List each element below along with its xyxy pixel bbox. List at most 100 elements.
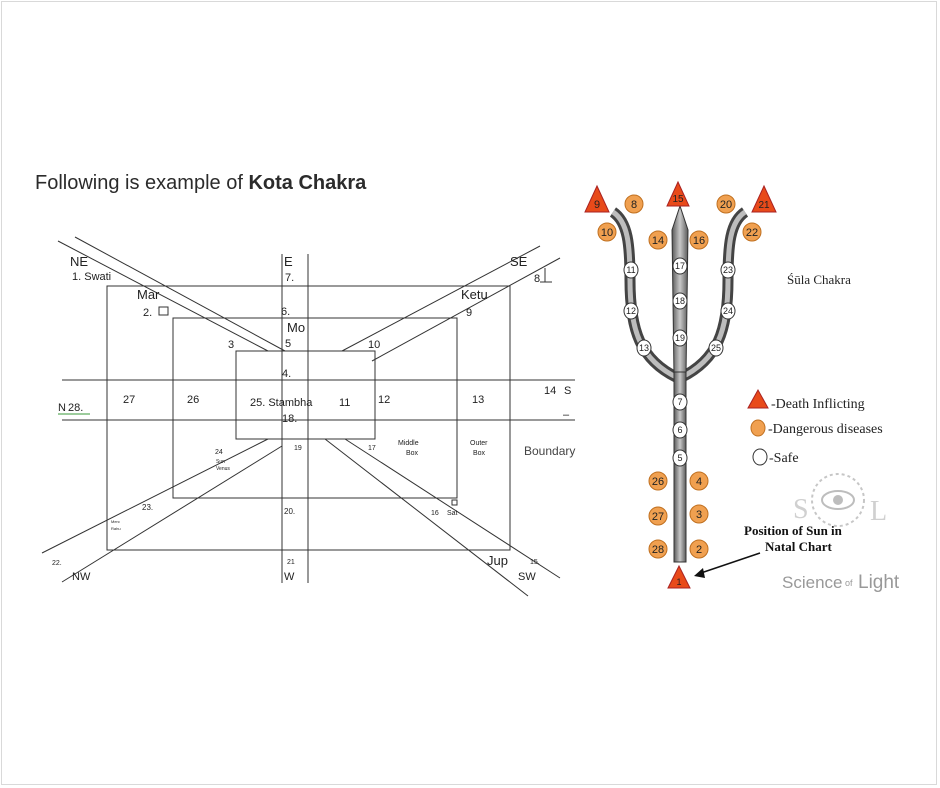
label-24: 24 xyxy=(215,449,223,456)
planet-mar: Mar xyxy=(137,287,160,302)
safe-6 xyxy=(672,421,688,439)
dir-nw: NW xyxy=(72,571,91,583)
label-middle-box-2: Box xyxy=(406,450,419,457)
svg-text:28: 28 xyxy=(652,544,664,556)
label-venus: Venus xyxy=(216,466,230,472)
svg-text:27: 27 xyxy=(652,511,664,523)
svg-text:2: 2 xyxy=(696,544,702,556)
tri-label-15: 15 xyxy=(672,194,684,205)
svg-text:8: 8 xyxy=(631,199,637,211)
label-middle-box-1: Middle xyxy=(398,440,419,447)
middle-box xyxy=(172,317,458,499)
label-23: 23. xyxy=(142,503,153,512)
label-rahu: Rahu xyxy=(111,526,121,531)
tri-label-1: 1 xyxy=(676,577,681,587)
page-heading: Following is example of Kota Chakra xyxy=(35,172,367,194)
label-sun: Sun xyxy=(216,459,225,465)
orange-20 xyxy=(716,194,736,214)
label-11: 11 xyxy=(339,397,350,409)
sula-title: Śūla Chakra xyxy=(787,272,851,287)
legend-orange-icon xyxy=(750,419,766,437)
svg-text:25: 25 xyxy=(711,343,721,353)
svg-text:S: S xyxy=(793,494,809,525)
orange-22 xyxy=(742,222,762,242)
orange-4 xyxy=(689,471,709,491)
sun-arrow xyxy=(697,552,761,575)
triangle-21 xyxy=(751,184,777,213)
svg-text:23: 23 xyxy=(723,265,733,275)
svg-text:24: 24 xyxy=(723,306,733,316)
sun-note-1: Position of Sun in xyxy=(744,523,843,538)
label-15: 15. xyxy=(530,559,540,566)
label-19: 19 xyxy=(294,445,302,452)
svg-text:5: 5 xyxy=(677,453,682,463)
label-18: 18. xyxy=(282,413,297,425)
label-9: 9 xyxy=(466,307,472,319)
sun-note-2: Natal Chart xyxy=(765,539,832,554)
label-20: 20. xyxy=(284,507,295,516)
label-13: 13 xyxy=(472,394,484,406)
safe-12 xyxy=(623,302,639,320)
svg-text:13: 13 xyxy=(639,343,649,353)
orange-3 xyxy=(689,504,709,524)
dir-n: N xyxy=(58,402,66,414)
label-5: 5 xyxy=(285,338,291,350)
svg-text:6: 6 xyxy=(677,425,682,435)
legend-label-disease: -Dangerous diseases xyxy=(768,422,883,437)
svg-text:14: 14 xyxy=(652,235,664,247)
planet-sat: Sat xyxy=(447,510,458,517)
label-outer-box-2: Box xyxy=(473,450,486,457)
safe-19 xyxy=(672,329,688,347)
label-boundary: Boundary xyxy=(524,444,575,458)
safe-25 xyxy=(708,339,724,357)
orange-10 xyxy=(597,222,617,242)
svg-text:L: L xyxy=(870,496,887,527)
label-14: 14 xyxy=(544,385,556,397)
planet-jup: Jup xyxy=(487,553,508,568)
label-21: 21 xyxy=(287,559,295,566)
logo-of: of xyxy=(845,578,853,588)
tri-label-21: 21 xyxy=(758,200,770,211)
dir-w: W xyxy=(284,571,295,583)
dir-e: E xyxy=(284,254,293,269)
label-10: 10 xyxy=(368,339,380,351)
safe-17 xyxy=(672,257,688,275)
science-of-light-logo: S L xyxy=(793,473,887,527)
safe-7 xyxy=(672,393,688,411)
legend-triangle-icon xyxy=(747,388,769,409)
triangle-1 xyxy=(667,564,691,589)
trident-shaft xyxy=(673,371,687,563)
logo-light: Light xyxy=(858,572,900,593)
svg-text:18: 18 xyxy=(675,296,685,306)
trident-center-spear xyxy=(671,204,689,376)
svg-text:4: 4 xyxy=(696,476,702,488)
svg-text:10: 10 xyxy=(601,227,613,239)
label-7: 7. xyxy=(285,272,294,284)
orange-16 xyxy=(689,230,709,250)
svg-text:16: 16 xyxy=(693,235,705,247)
triangle-9 xyxy=(584,184,610,213)
orange-28 xyxy=(648,539,668,559)
legend-label-death: -Death Inflicting xyxy=(771,397,865,412)
label-22: 22. xyxy=(52,560,62,567)
dir-ne: NE xyxy=(70,254,88,269)
heading-bold: Kota Chakra xyxy=(248,172,367,194)
dir-sw: SW xyxy=(518,571,536,583)
safe-24 xyxy=(720,302,736,320)
label-swati: 1. Swati xyxy=(72,271,111,283)
legend-white-icon xyxy=(752,448,768,466)
svg-text:11: 11 xyxy=(626,265,635,275)
label-outer-box-1: Outer xyxy=(470,440,488,447)
svg-text:7: 7 xyxy=(677,397,682,407)
stambha-box xyxy=(235,350,376,440)
label-27: 27 xyxy=(123,394,135,406)
triangle-15 xyxy=(666,180,690,207)
orange-26 xyxy=(648,471,668,491)
safe-13 xyxy=(636,339,652,357)
label-28: 28. xyxy=(68,402,83,414)
svg-text:22: 22 xyxy=(746,227,758,239)
label-4: 4. xyxy=(282,368,291,380)
